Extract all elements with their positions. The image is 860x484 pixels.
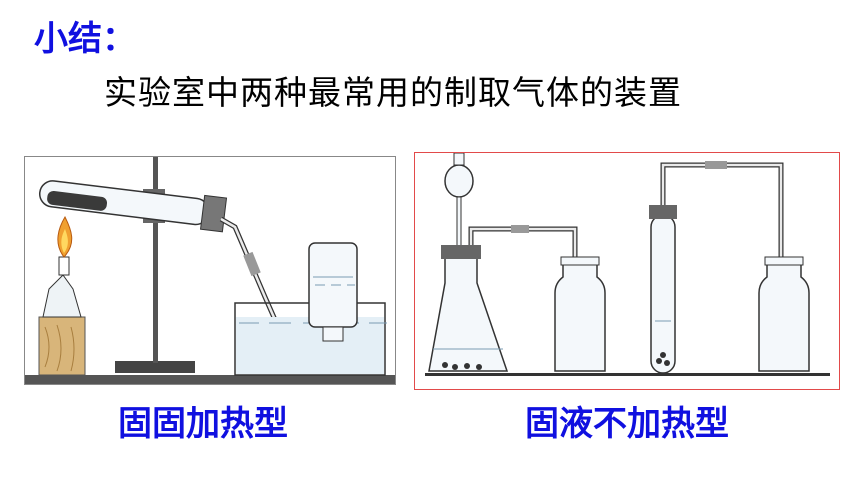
solid-liquid-no-heating-caption: 固液不加热型 [525,404,729,444]
solid-solid-heating-caption: 固固加热型 [118,404,288,444]
slide-subtitle: 实验室中两种最常用的制取气体的装置 [104,73,682,112]
solid-heating-apparatus-image [24,156,396,385]
solid-liquid-apparatus-image [414,152,840,390]
summary-heading: 小结： [34,19,136,59]
